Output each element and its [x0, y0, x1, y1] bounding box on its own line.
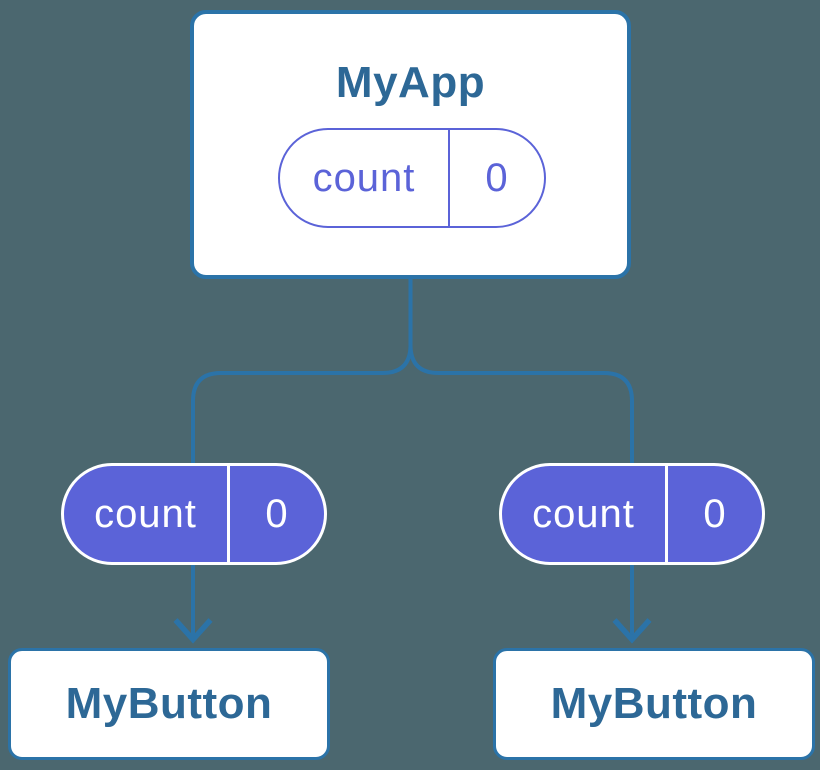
pill-label: count [64, 466, 230, 562]
root-state-pill: count 0 [278, 128, 546, 228]
component-title: MyButton [550, 679, 758, 728]
arrow-down-icon [173, 618, 213, 644]
component-title: MyApp [335, 58, 486, 107]
pill-label: count [280, 130, 450, 226]
child-component-card-right: MyButton [493, 648, 815, 760]
child-component-card-left: MyButton [8, 648, 330, 760]
child-state-pill-right: count 0 [499, 463, 765, 565]
child-state-pill-left: count 0 [61, 463, 327, 565]
connector-right-branch [408, 277, 634, 637]
pill-value: 0 [265, 491, 289, 536]
connector-left-branch [191, 277, 413, 637]
pill-value: 0 [485, 155, 509, 200]
arrow-down-icon [612, 618, 652, 644]
component-title: MyButton [65, 679, 273, 728]
pill-label: count [502, 466, 668, 562]
pill-value: 0 [703, 491, 727, 536]
